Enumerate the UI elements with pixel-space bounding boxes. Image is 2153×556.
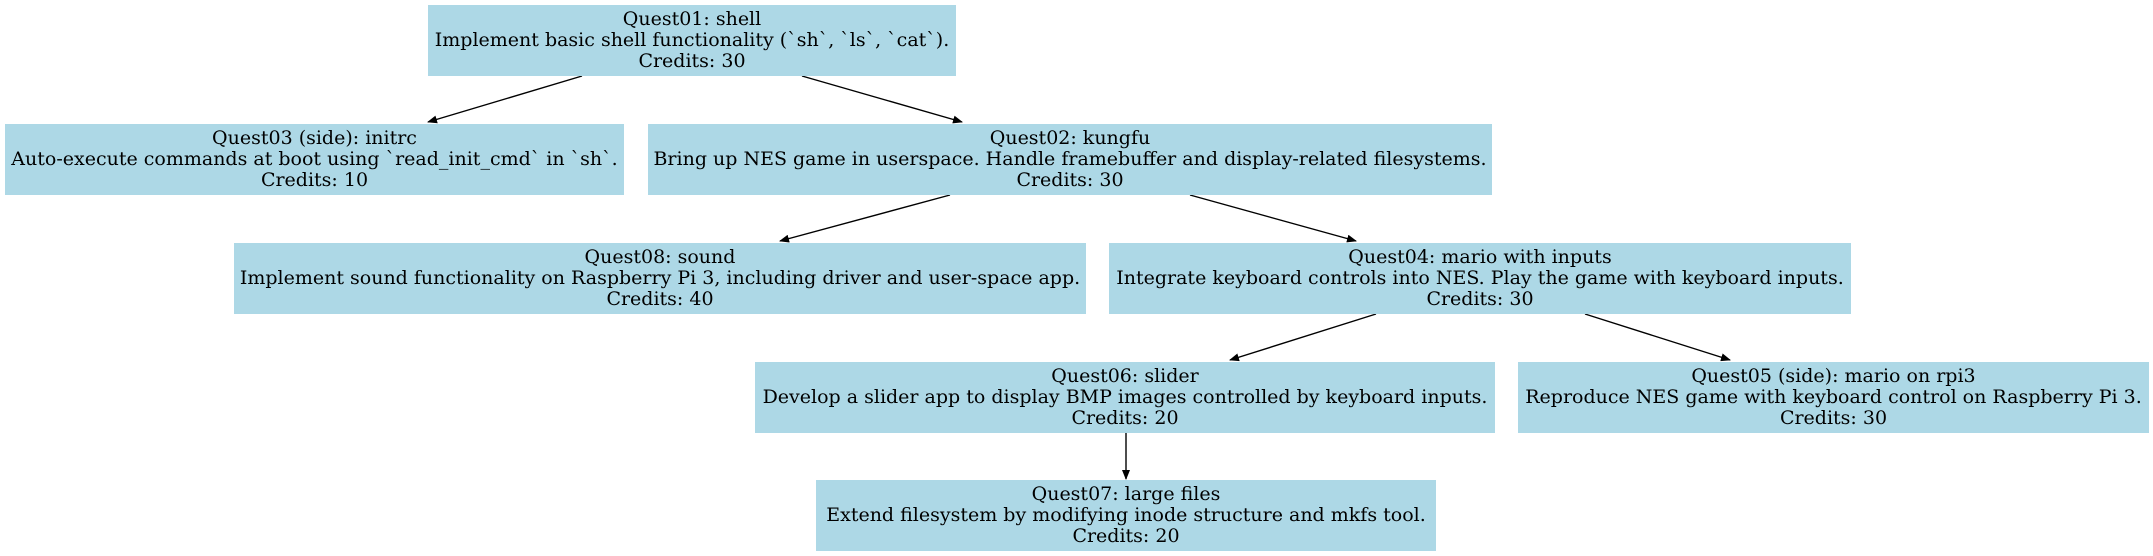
- node-credits: Credits: 20: [1072, 525, 1180, 547]
- node-title: Quest08: sound: [584, 246, 736, 268]
- node-quest03: Quest03 (side): initrc Auto-execute comm…: [5, 124, 624, 195]
- node-title: Quest04: mario with inputs: [1348, 246, 1612, 268]
- node-quest05: Quest05 (side): mario on rpi3 Reproduce …: [1518, 362, 2149, 433]
- node-description: Implement basic shell functionality (`sh…: [434, 29, 950, 51]
- node-quest02: Quest02: kungfu Bring up NES game in use…: [648, 124, 1492, 195]
- node-quest01: Quest01: shell Implement basic shell fun…: [428, 5, 956, 76]
- node-credits: Credits: 40: [606, 288, 714, 310]
- node-credits: Credits: 30: [1779, 407, 1888, 429]
- node-credits: Credits: 20: [1071, 407, 1179, 429]
- node-description: Extend filesystem by modifying inode str…: [826, 504, 1426, 526]
- node-description: Reproduce NES game with keyboard control…: [1525, 386, 2142, 408]
- node-credits: Credits: 30: [1426, 288, 1534, 310]
- node-description: Develop a slider app to display BMP imag…: [762, 386, 1488, 408]
- node-credits: Credits: 30: [638, 50, 746, 72]
- edge-q04-to-q06: [1229, 313, 1377, 362]
- node-title: Quest05 (side): mario on rpi3: [1691, 365, 1976, 387]
- edge-q02-to-q04: [1189, 194, 1357, 243]
- node-quest07: Quest07: large files Extend filesystem b…: [816, 480, 1436, 551]
- edge-q04-to-q05: [1584, 313, 1731, 362]
- node-credits: Credits: 10: [260, 169, 369, 191]
- edge-q01-to-q03: [427, 75, 583, 124]
- node-quest04: Quest04: mario with inputs Integrate key…: [1109, 243, 1851, 314]
- node-title: Quest01: shell: [622, 8, 762, 30]
- node-title: Quest03 (side): initrc: [212, 127, 417, 149]
- node-description: Implement sound functionality on Raspber…: [239, 267, 1081, 289]
- node-credits: Credits: 30: [1016, 169, 1124, 191]
- edge-q02-to-q08: [779, 194, 951, 243]
- edge-q01-to-q02: [801, 75, 963, 124]
- node-title: Quest06: slider: [1051, 365, 1199, 387]
- node-title: Quest07: large files: [1031, 483, 1221, 505]
- node-description: Bring up NES game in userspace. Handle f…: [653, 148, 1487, 170]
- node-title: Quest02: kungfu: [989, 127, 1151, 149]
- node-description: Auto-execute commands at boot using `rea…: [11, 148, 618, 170]
- node-quest08: Quest08: sound Implement sound functiona…: [234, 243, 1086, 314]
- node-description: Integrate keyboard controls into NES. Pl…: [1116, 267, 1844, 289]
- node-quest06: Quest06: slider Develop a slider app to …: [755, 362, 1495, 433]
